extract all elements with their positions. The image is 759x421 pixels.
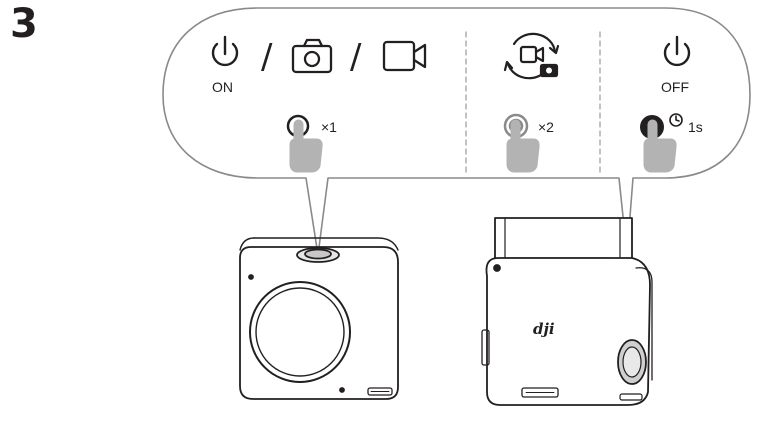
power-off-label: OFF xyxy=(661,79,689,95)
camera-module-front xyxy=(239,237,399,400)
step-number: 3 xyxy=(10,1,38,47)
switch-camera-icon xyxy=(503,32,560,80)
camera-module-back xyxy=(481,217,653,406)
camera-icon xyxy=(291,38,333,74)
hand-press-icon xyxy=(289,119,323,173)
power-on-label: ON xyxy=(212,79,233,95)
power-icon xyxy=(211,35,239,67)
power-icon xyxy=(663,35,691,67)
separator: / xyxy=(261,37,273,77)
callout-bubble xyxy=(162,7,751,256)
hold-duration: 1s xyxy=(688,119,703,135)
dji-logo: dji xyxy=(533,320,555,338)
hand-press-icon xyxy=(643,119,677,173)
press-count-single: ×1 xyxy=(321,119,337,135)
separator: / xyxy=(350,37,362,77)
video-icon xyxy=(382,40,427,72)
clock-icon xyxy=(669,113,683,127)
hand-press-icon xyxy=(506,119,540,173)
press-count-double: ×2 xyxy=(538,119,554,135)
